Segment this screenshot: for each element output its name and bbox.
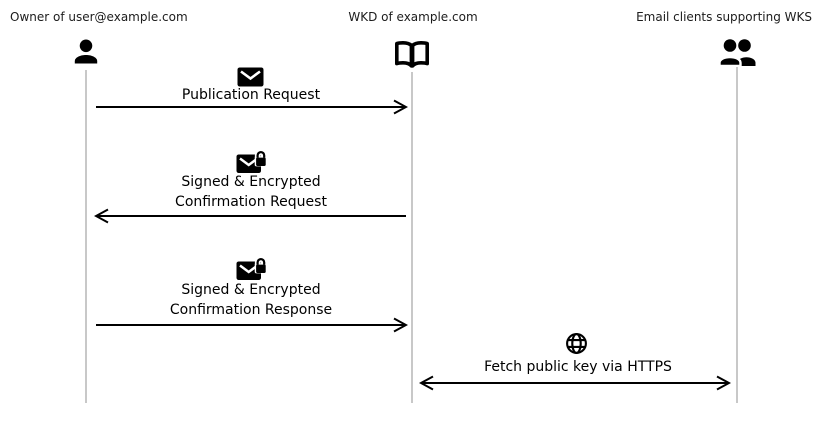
lifeline-clients [736, 67, 738, 403]
open-book-icon [394, 38, 430, 70]
message-line: Fetch public key via HTTPS [484, 359, 672, 375]
actor-label-owner: Owner of user@example.com [10, 10, 188, 24]
message-line: Publication Request [181, 87, 321, 103]
person-icon [70, 37, 102, 69]
arrow-confirmation-request [94, 208, 406, 225]
message-line: Signed & Encrypted [181, 282, 321, 298]
envelope-lock-icon [236, 256, 266, 281]
message-label: Signed & Encrypted Confirmation Request [175, 172, 327, 212]
envelope-lock-icon [236, 149, 266, 174]
envelope-icon [237, 67, 264, 87]
lifeline-wkd [411, 72, 413, 403]
message-label: Fetch public key via HTTPS [484, 357, 672, 377]
message-line: Confirmation Response [169, 302, 333, 318]
arrow-publication-request [96, 99, 408, 116]
arrow-confirmation-response [96, 317, 408, 334]
message-line: Signed & Encrypted [181, 174, 321, 190]
arrow-fetch-public-key [419, 375, 731, 392]
globe-icon [565, 332, 588, 355]
message-label: Publication Request [182, 85, 320, 105]
actor-label-clients: Email clients supporting WKS [636, 10, 812, 24]
message-label: Signed & Encrypted Confirmation Response [170, 280, 332, 320]
lifeline-owner [85, 70, 87, 403]
people-icon [718, 39, 756, 67]
actor-label-wkd: WKD of example.com [348, 10, 478, 24]
message-line: Confirmation Request [175, 194, 327, 210]
